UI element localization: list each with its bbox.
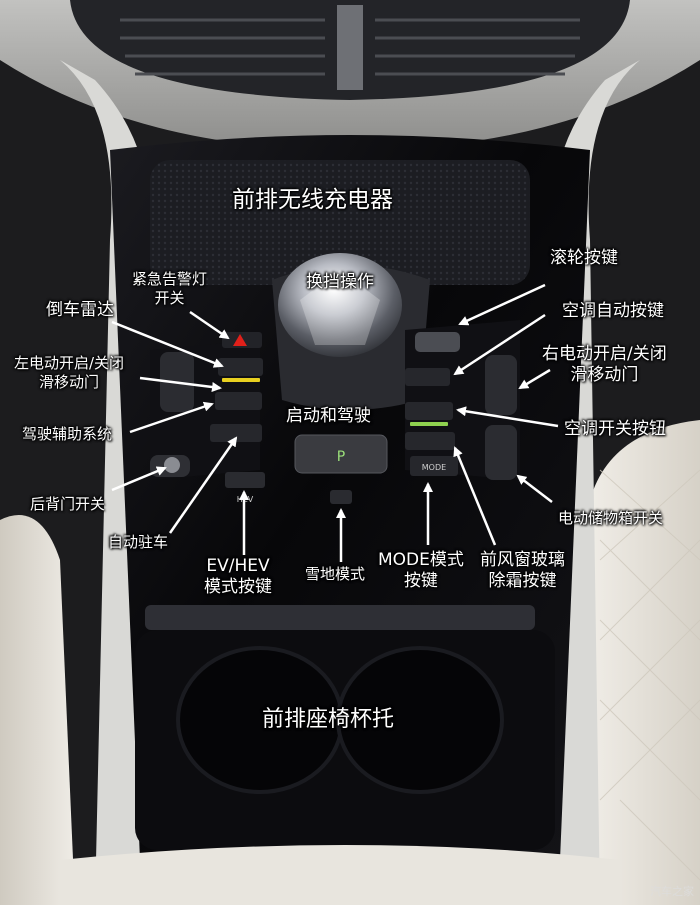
ac-auto-button[interactable] bbox=[405, 368, 450, 386]
auto-hold-button[interactable] bbox=[210, 424, 262, 442]
label-cup-holder: 前排座椅杯托 bbox=[262, 707, 395, 732]
driver-assist-button[interactable] bbox=[215, 392, 262, 410]
label-ev-hev: EV/HEV 模式按键 bbox=[204, 556, 272, 598]
snow-mode-button[interactable] bbox=[330, 490, 352, 504]
crystal-gear-shifter[interactable] bbox=[278, 253, 402, 357]
label-snow-mode: 雪地模式 bbox=[305, 565, 366, 583]
p-button-letter: P bbox=[337, 449, 345, 465]
start-stop-button[interactable] bbox=[294, 434, 388, 474]
label-mode-button: MODE模式 按键 bbox=[378, 550, 464, 592]
label-right-door: 右电动开启/关闭 滑移动门 bbox=[542, 344, 667, 386]
storage-box-switch[interactable] bbox=[485, 425, 517, 480]
ac-on-off-button[interactable] bbox=[405, 402, 453, 420]
hev-button-text: HEV bbox=[237, 495, 254, 504]
defrost-button[interactable] bbox=[405, 432, 455, 450]
label-left-door: 左电动开启/关闭 滑移动门 bbox=[14, 354, 125, 391]
hazard-icon bbox=[233, 334, 247, 346]
parking-radar-button[interactable] bbox=[218, 358, 263, 376]
label-tailgate: 后背门开关 bbox=[30, 495, 106, 513]
watermark: 汽车之家 bbox=[650, 885, 694, 898]
label-auto-hold: 自动驻车 bbox=[108, 533, 169, 551]
label-hazard-lights: 紧急告警灯 开关 bbox=[132, 270, 208, 307]
label-start-drive: 启动和驾驶 bbox=[286, 406, 371, 426]
label-reverse-radar: 倒车雷达 bbox=[46, 300, 114, 320]
mode-button[interactable] bbox=[410, 456, 458, 476]
air-vents bbox=[120, 18, 580, 76]
label-defrost: 前风窗玻璃 除霜按键 bbox=[480, 550, 565, 592]
ev-hev-button[interactable] bbox=[225, 472, 265, 488]
label-wireless-charger: 前排无线充电器 bbox=[232, 187, 393, 213]
label-driver-assist: 驾驶辅助系统 bbox=[22, 425, 113, 443]
wireless-charger-pad bbox=[150, 160, 530, 285]
annotation-arrows bbox=[111, 283, 559, 562]
scroll-wheel[interactable] bbox=[415, 332, 460, 352]
label-ac-auto: 空调自动按键 bbox=[562, 301, 664, 321]
label-gear-shift: 换挡操作 bbox=[306, 272, 374, 292]
right-switch-panel: MODE bbox=[405, 320, 520, 480]
left-seat bbox=[0, 515, 75, 905]
label-scroll-wheel: 滚轮按键 bbox=[550, 248, 618, 268]
mode-button-text: MODE bbox=[422, 463, 446, 472]
label-ac-on-off: 空调开关按钮 bbox=[564, 419, 666, 439]
label-storage-box: 电动储物箱开关 bbox=[558, 509, 664, 527]
cup-holder-right bbox=[336, 646, 504, 794]
right-door-switch[interactable] bbox=[485, 355, 517, 415]
